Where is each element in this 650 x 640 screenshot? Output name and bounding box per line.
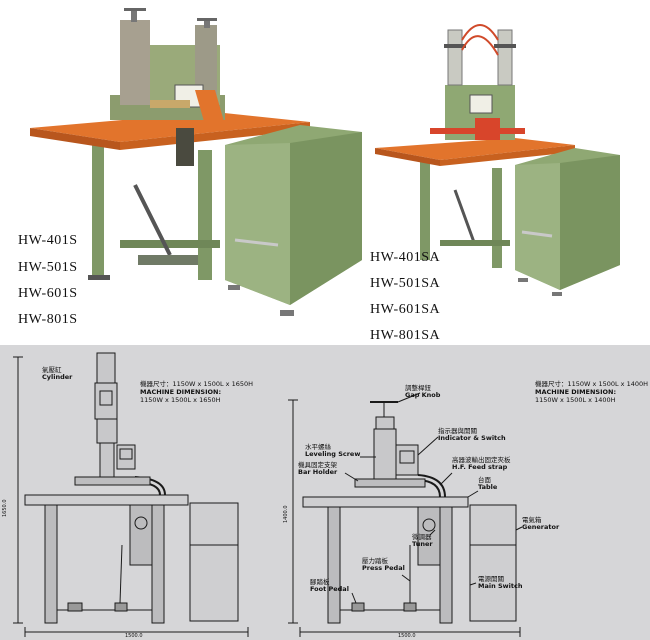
left-machine-dimension: 機器尺寸：1150W x 1500L x 1650H MACHINE DIMEN… [140,380,254,404]
left-drawing [13,352,249,637]
machine-photos [30,8,620,316]
left-machine-table [30,112,310,142]
label-press-pedal: 壓力踏板 Press Pedal [362,557,405,572]
left-height-mark: 1650.0 [2,499,8,518]
model-label-hw-401sa: HW-401SA [370,250,441,265]
left-machine-front-leg [92,140,104,275]
right-machine-dimension: 機器尺寸：1150W x 1500L x 1400H MACHINE DIMEN… [535,380,649,404]
label-leveling-screw: 水平螺絲 Leveling Screw [305,443,361,458]
model-label-hw-601sa: HW-601SA [370,302,441,317]
label-table: 台面 Table [478,476,498,491]
machine-photo-sa-series [375,24,620,296]
right-drawing [288,392,523,637]
left-machine-mid-leg [198,150,212,280]
machine-photo-s-series [30,8,362,316]
model-label-hw-501s: HW-501S [18,260,78,275]
technical-drawings-section: 氣壓缸 Cylinder 機器尺寸：1150W x 1500L x 1650H … [0,345,650,640]
right-machine-table [375,138,575,160]
right-width-mark: 1500.0 [398,633,416,639]
right-height-mark: 1400.0 [283,505,289,524]
technical-drawings [13,352,523,637]
left-width-mark: 1500.0 [125,633,143,639]
label-foot-pedal: 腳踏板 Foot Pedal [310,578,349,593]
model-label-hw-801sa: HW-801SA [370,328,441,343]
model-label-hw-601s: HW-601S [18,286,78,301]
label-cylinder: 氣壓缸 Cylinder [42,366,73,381]
label-hf-feed-strap: 高器波輸出固定夾板 H.F. Feed strap [452,456,511,471]
label-main-switch: 電源開關 Main Switch [478,575,523,590]
label-tuner: 微調器 Tuner [412,533,433,548]
label-gap-knob: 調整桿鈕 Gap Knob [405,384,441,399]
model-label-hw-501sa: HW-501SA [370,276,441,291]
label-generator: 電氣箱 Generator [522,516,560,531]
product-photos-section: HW-401S HW-501S HW-601S HW-801S HW-401SA… [18,8,620,343]
model-label-hw-401s: HW-401S [18,233,78,248]
label-bar-holder: 機具固定支架 Bar Holder [298,461,338,476]
label-indicator-switch: 指示器與開關 Indicator & Switch [438,427,506,442]
model-label-hw-801s: HW-801S [18,312,78,327]
